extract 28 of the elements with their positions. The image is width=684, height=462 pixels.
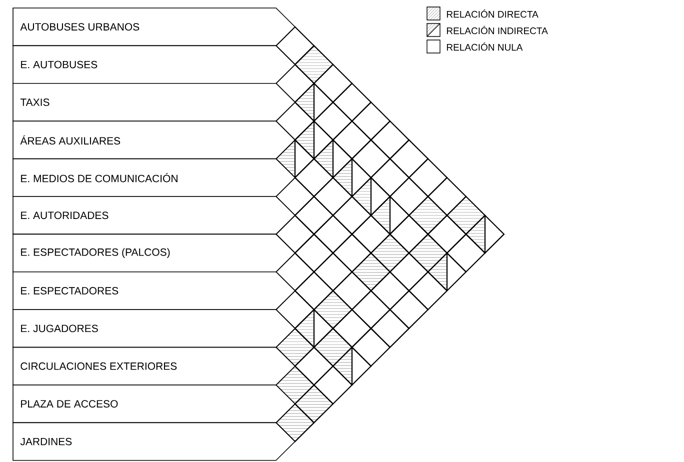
relation-cell bbox=[294, 82, 334, 122]
row-label-box: E. MEDIOS DE COMUNICACIÓN bbox=[12, 158, 296, 197]
row-label-box: E. ESPECTADORES (PALCOS) bbox=[12, 234, 296, 272]
legend-label: RELACIÓN NULA bbox=[447, 42, 523, 51]
relation-cell bbox=[370, 196, 410, 235]
row-label-box: JARDINES bbox=[12, 422, 296, 461]
relation-cell bbox=[465, 214, 505, 254]
relation-cell bbox=[275, 139, 315, 178]
node-label: JARDINES bbox=[20, 438, 72, 446]
relation-cell bbox=[294, 384, 334, 424]
row-label-box: E. ESPECTADORES bbox=[12, 272, 296, 310]
row-label-box: PLAZA DE ACCESO bbox=[12, 384, 296, 424]
relation-cell bbox=[275, 403, 315, 442]
relation-cell bbox=[408, 271, 448, 310]
relation-cell bbox=[351, 328, 391, 367]
row-label-box: CIRCULACIONES EXTERIORES bbox=[12, 346, 296, 386]
row-label-box: ÁREAS AUXILIARES bbox=[12, 120, 296, 160]
row-label-box: TAXIS bbox=[12, 83, 296, 122]
row-label-box: E. AUTORIDADES bbox=[12, 196, 296, 235]
row-label-box: AUTOBUSES URBANOS bbox=[12, 8, 296, 46]
legend-label: RELACIÓN INDIRECTA bbox=[447, 26, 548, 34]
row-label-box: E. JUGADORES bbox=[12, 309, 296, 348]
relation-cell bbox=[275, 328, 315, 367]
relation-cell bbox=[332, 346, 372, 386]
row-label-box: E. AUTOBUSES bbox=[12, 45, 296, 84]
legend-label: RELACIÓN DIRECTA bbox=[447, 9, 538, 18]
relation-cell bbox=[313, 139, 353, 178]
relation-cell bbox=[332, 158, 372, 198]
